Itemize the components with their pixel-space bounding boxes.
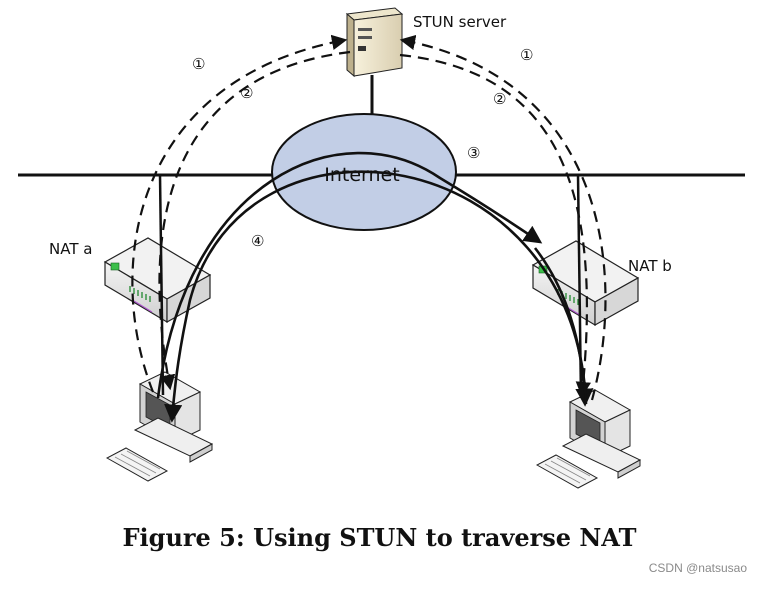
nat-b-label: NAT b [628,257,672,275]
step-1-label-left: ① [192,55,205,73]
step-2-path-left [158,50,351,391]
figure-caption: Figure 5: Using STUN to traverse NAT [122,523,637,552]
step-1-label-right: ① [520,46,533,64]
step-4-path [164,170,588,423]
watermark: CSDN @natsusao [648,561,747,575]
step-1-path-left [131,34,348,393]
host-b-computer-icon [535,389,642,489]
server-icon [345,7,404,78]
step-1-path-right [399,34,607,401]
step-2-label-right: ② [493,90,506,108]
internet-label: Internet [324,164,399,186]
step-2-path-right [399,53,591,398]
step-4-label: ④ [251,232,264,250]
nat-a-label: NAT a [49,240,92,258]
host-a-link [158,174,165,396]
step-3-label: ③ [467,144,480,162]
step-2-label-left: ② [240,84,253,102]
step-3-path [156,151,543,399]
nat-a-device-icon [103,237,212,324]
server-label: STUN server [413,13,507,31]
